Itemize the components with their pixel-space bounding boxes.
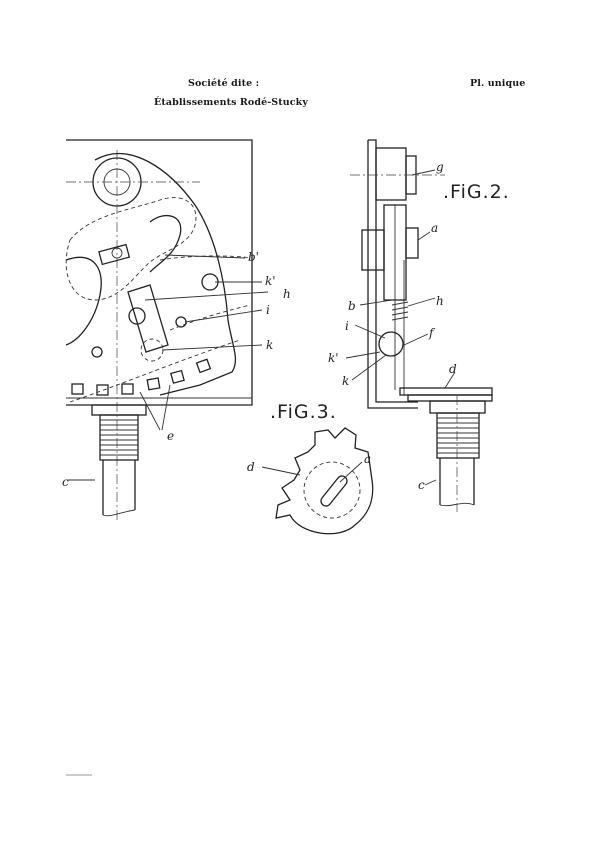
fig2-label-g: g [436,160,444,174]
figure-3: .FiG.3. d a [247,401,374,535]
fig3-title: .FiG.3. [270,401,337,423]
fig1-label-k-prime: k' [265,274,276,288]
fig2-label-i: i [345,319,349,333]
figure-2: .FiG.2. [328,139,510,512]
figure-1: b' k' h i k e c [62,139,291,520]
company-name: Établissements Rodé-Stucky [154,97,308,108]
fig1-label-e: e [167,429,174,443]
company-label: Société dite : [188,78,260,89]
fig2-title: .FiG.2. [443,181,510,203]
fig1-label-c: c [62,475,69,489]
fig2-label-f: f [428,326,436,340]
fig1-label-k: k [266,338,273,352]
fig3-label-d: d [247,460,255,474]
fig2-label-k: k [342,374,349,388]
fig2-label-b: b [348,299,356,313]
fig1-label-b-prime: b' [248,250,259,264]
plate-label: Pl. unique [470,78,526,89]
fig2-label-d: d [449,362,457,376]
fig3-label-a: a [364,452,371,466]
fig2-label-a: a [431,221,438,235]
fig2-label-k-prime: k' [328,351,339,365]
fig2-label-h: h [436,294,444,308]
fig1-label-h: h [283,287,291,301]
fig2-label-c: c [418,478,425,492]
fig1-label-i: i [266,303,270,317]
